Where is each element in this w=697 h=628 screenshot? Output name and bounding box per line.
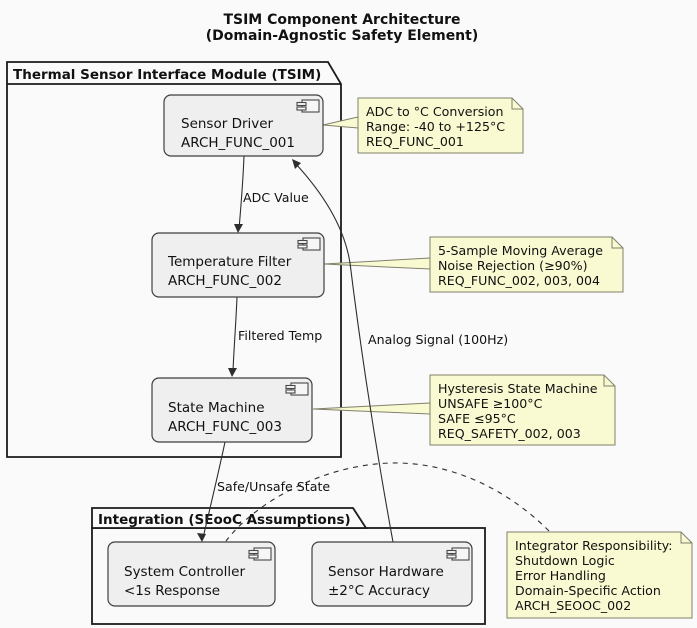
note-adc-conversion-line3: REQ_FUNC_001 (366, 134, 464, 149)
component-system-controller: System Controller <1s Response (107, 541, 276, 607)
temperature-filter-name: Temperature Filter (167, 254, 292, 270)
edge-safe-unsafe-state-arrowhead (197, 533, 206, 542)
edges (197, 155, 394, 543)
edge-safe-unsafe-state (202, 441, 226, 539)
note-moving-average-line2: Noise Rejection (≥90%) (438, 258, 588, 273)
note-hysteresis-line4: REQ_SAFETY_002, 003 (438, 426, 581, 441)
note-integrator-fold-icon (680, 532, 692, 544)
note-integrator-line3: Error Handling (515, 568, 606, 583)
note-hysteresis-fold-icon (603, 375, 615, 387)
edge-filtered-temp-arrowhead (228, 368, 237, 377)
note-hysteresis-line2: UNSAFE ≥100°C (438, 396, 543, 411)
note-adc-conversion: ADC to °C Conversion Range: -40 to +125°… (357, 97, 524, 154)
note-moving-average: 5-Sample Moving Average Noise Rejection … (429, 236, 624, 293)
edge-adc-value-arrowhead (234, 224, 243, 233)
note-hysteresis-body (429, 374, 616, 446)
edge-label-adc-value: ADC Value (243, 190, 309, 205)
note-moving-average-body (429, 236, 624, 293)
note-integrator: Integrator Responsibility: Shutdown Logi… (506, 531, 693, 619)
edge-label-filtered-temp: Filtered Temp (238, 328, 322, 343)
note-adc-conversion-line2: Range: -40 to +125°C (366, 119, 505, 134)
edge-analog-signal-arrowhead (292, 159, 301, 169)
sensor-hardware-name: Sensor Hardware (328, 564, 444, 580)
sensor-hardware-box (311, 541, 473, 607)
temperature-filter-box (151, 232, 325, 298)
note-adc-conversion-body (357, 97, 524, 154)
integration-package-title: Integration (SEooC Assumptions) (98, 512, 351, 528)
edge-label-safe-unsafe-state: Safe/Unsafe State (217, 479, 330, 494)
component-temperature-filter: Temperature Filter ARCH_FUNC_002 (151, 232, 325, 298)
edge-analog-signal (294, 162, 394, 543)
tsim-package-border (6, 61, 342, 458)
tsim-package-title: Thermal Sensor Interface Module (TSIM) (13, 67, 321, 83)
sensor-driver-component-icon (296, 99, 320, 113)
edge-filtered-temp (232, 296, 238, 372)
diagram-title-line1: TSIM Component Architecture (223, 12, 460, 28)
state-machine-component-icon (285, 382, 309, 396)
note-hysteresis: Hysteresis State Machine UNSAFE ≥100°C S… (429, 374, 616, 446)
note-hysteresis-line3: SAFE ≤95°C (438, 411, 516, 426)
state-machine-box (151, 377, 313, 443)
system-controller-id: <1s Response (124, 583, 220, 599)
system-controller-box (107, 541, 276, 607)
edge-adc-value (238, 155, 245, 230)
edge-label-analog-signal: Analog Signal (100Hz) (368, 332, 508, 347)
note-hysteresis-line1: Hysteresis State Machine (438, 381, 598, 396)
sensor-driver-box (163, 94, 324, 157)
integration-package: Integration (SEooC Assumptions) (91, 507, 486, 625)
note-integrator-body (506, 531, 693, 619)
note-adc-conversion-fold-icon (511, 98, 523, 110)
note-integrator-line1: Integrator Responsibility: (515, 538, 673, 553)
state-machine-id: ARCH_FUNC_003 (168, 419, 282, 435)
note-integrator-line4: Domain-Specific Action (515, 583, 661, 598)
state-machine-name: State Machine (168, 400, 265, 416)
note-moving-average-line3: REQ_FUNC_002, 003, 004 (438, 273, 600, 288)
note-connector-integrator-dashed (225, 462, 550, 542)
note-moving-average-fold-icon (611, 237, 623, 249)
component-sensor-driver: Sensor Driver ARCH_FUNC_001 (163, 94, 324, 157)
note-integrator-line2: Shutdown Logic (515, 553, 615, 568)
note-moving-average-line1: 5-Sample Moving Average (438, 243, 603, 258)
note-integrator-line5: ARCH_SEOOC_002 (515, 598, 631, 613)
sensor-driver-name: Sensor Driver (181, 116, 274, 132)
tsim-package: Thermal Sensor Interface Module (TSIM) (6, 61, 342, 458)
note-adc-conversion-line1: ADC to °C Conversion (366, 104, 503, 119)
temperature-filter-component-icon (297, 237, 321, 251)
sensor-hardware-component-icon (446, 547, 470, 561)
diagram-title-line2: (Domain-Agnostic Safety Element) (206, 28, 479, 44)
integration-package-tab (91, 507, 368, 529)
component-state-machine: State Machine ARCH_FUNC_003 (151, 377, 313, 443)
system-controller-component-icon (248, 547, 272, 561)
sensor-driver-id: ARCH_FUNC_001 (181, 135, 295, 151)
sensor-hardware-id: ±2°C Accuracy (328, 583, 430, 599)
system-controller-name: System Controller (124, 564, 245, 580)
temperature-filter-id: ARCH_FUNC_002 (168, 273, 282, 289)
component-sensor-hardware: Sensor Hardware ±2°C Accuracy (311, 541, 473, 607)
